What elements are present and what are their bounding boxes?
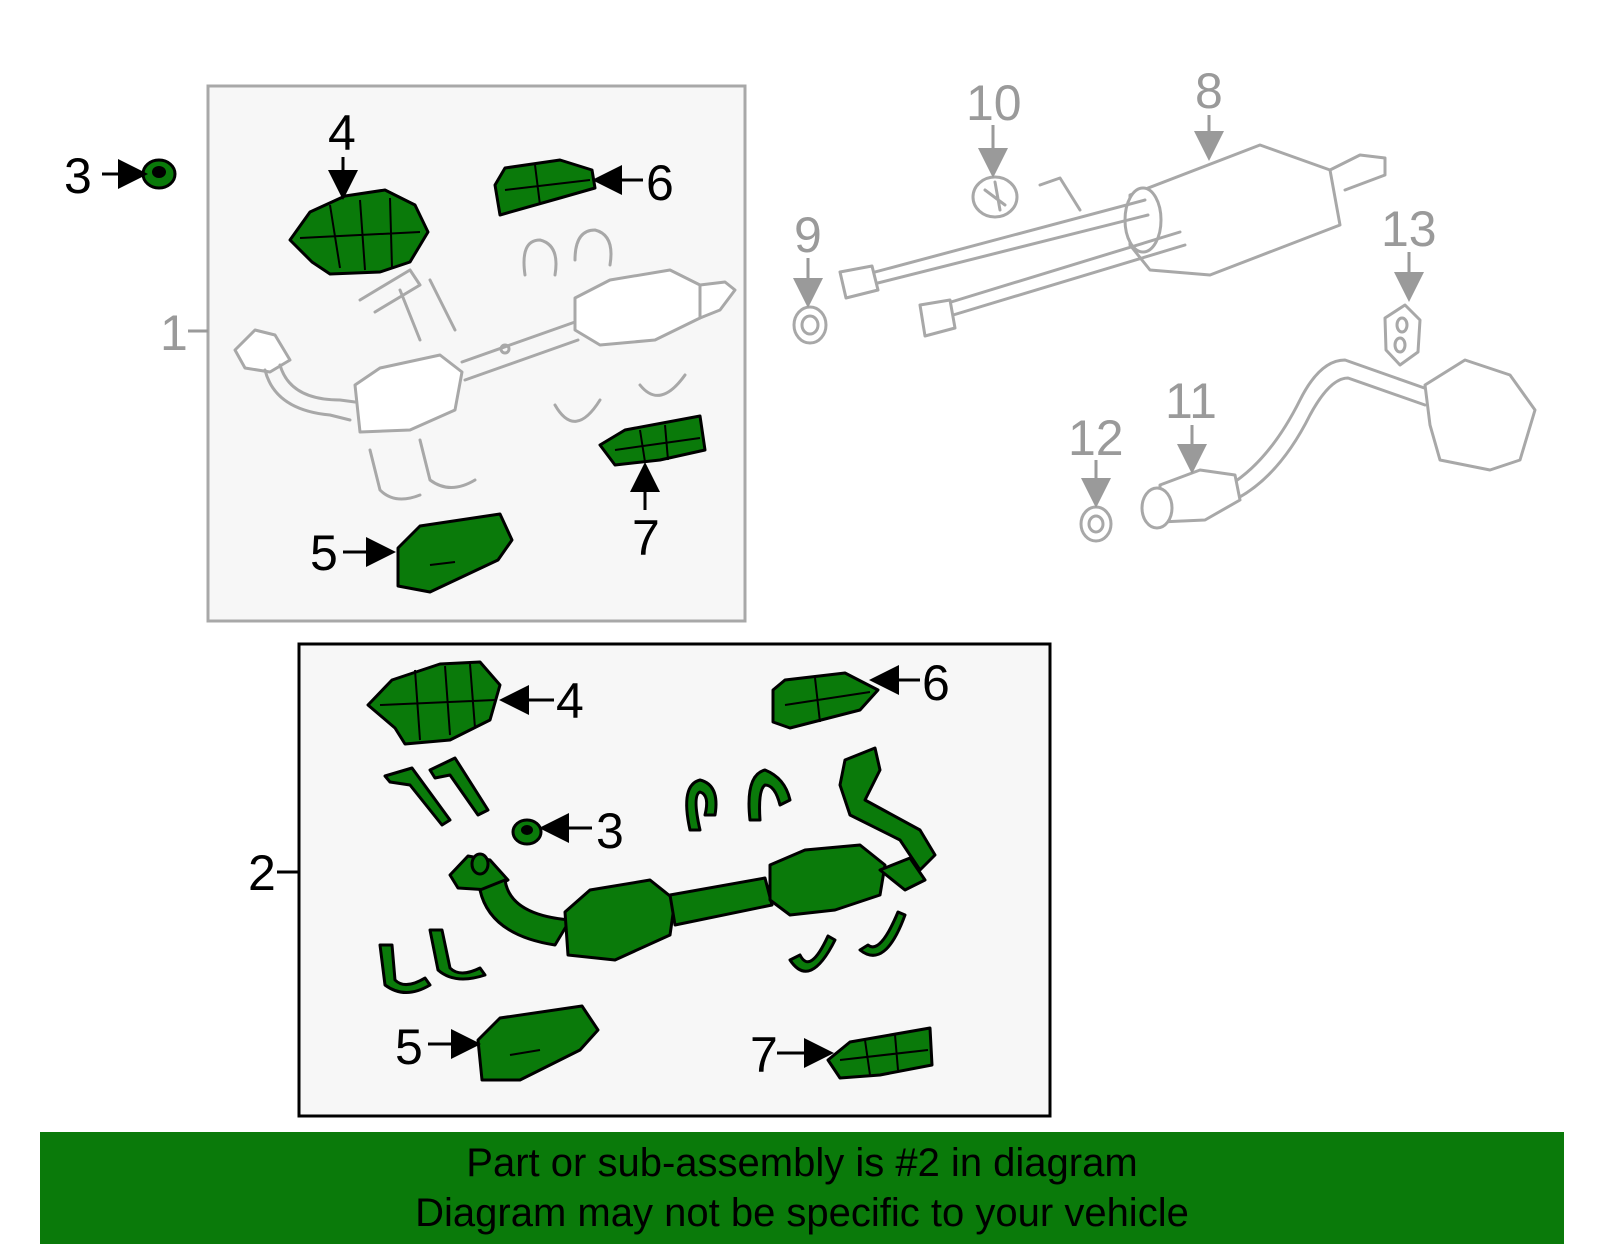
muffler-8[interactable] xyxy=(838,143,1387,338)
callout-5-upper: 5 xyxy=(310,525,338,581)
heat-shield-5-upper[interactable] xyxy=(396,512,514,594)
gasket-9[interactable] xyxy=(792,305,828,345)
callout-12: 12 xyxy=(1068,410,1124,466)
hanger-13[interactable] xyxy=(1383,303,1422,367)
banner-line-2: Diagram may not be specific to your vehi… xyxy=(415,1191,1189,1235)
gasket-3-upper[interactable] xyxy=(141,158,177,190)
callout-9: 9 xyxy=(794,207,822,263)
callout-10: 10 xyxy=(966,75,1022,131)
callout-6-lower: 6 xyxy=(922,655,950,711)
callout-labels: 1 2 3 4 6 7 5 4 6 3 5 7 8 10 9 13 11 12 xyxy=(64,63,1437,1083)
gasket-12[interactable] xyxy=(1079,505,1113,543)
callout-4-lower: 4 xyxy=(556,673,584,729)
front-pipe-assembly-gray[interactable] xyxy=(233,228,737,501)
callout-13: 13 xyxy=(1381,201,1437,257)
leader-lines xyxy=(102,115,1424,1068)
assembly-2-box[interactable] xyxy=(297,642,1052,1118)
heat-shield-4-lower[interactable] xyxy=(366,660,502,746)
hanger-10[interactable] xyxy=(971,175,1019,219)
heat-shield-4-upper[interactable] xyxy=(288,188,430,276)
gasket-3-lower[interactable] xyxy=(511,818,543,846)
callout-3-lower: 3 xyxy=(596,803,624,859)
callout-2: 2 xyxy=(248,845,276,901)
callout-1: 1 xyxy=(160,305,188,361)
info-banner: Part or sub-assembly is #2 in diagram Di… xyxy=(40,1132,1564,1244)
heat-shield-5-lower[interactable] xyxy=(476,1004,600,1082)
assembly-1-box[interactable] xyxy=(206,84,747,623)
callout-5-lower: 5 xyxy=(395,1019,423,1075)
clamps-lower[interactable] xyxy=(378,756,907,994)
heat-shield-7-lower[interactable] xyxy=(826,1026,934,1080)
callout-6-upper: 6 xyxy=(646,155,674,211)
banner-line-1: Part or sub-assembly is #2 in diagram xyxy=(466,1141,1138,1185)
callout-7-upper: 7 xyxy=(632,510,660,566)
callout-3-upper: 3 xyxy=(64,148,92,204)
callout-7-lower: 7 xyxy=(750,1027,778,1083)
callout-4-upper: 4 xyxy=(328,105,356,161)
heat-shield-7-upper[interactable] xyxy=(598,414,707,467)
callout-8: 8 xyxy=(1195,63,1223,119)
callout-11: 11 xyxy=(1165,373,1217,429)
heat-shield-6-lower[interactable] xyxy=(771,671,880,730)
front-pipe-assembly-2[interactable] xyxy=(448,746,937,962)
